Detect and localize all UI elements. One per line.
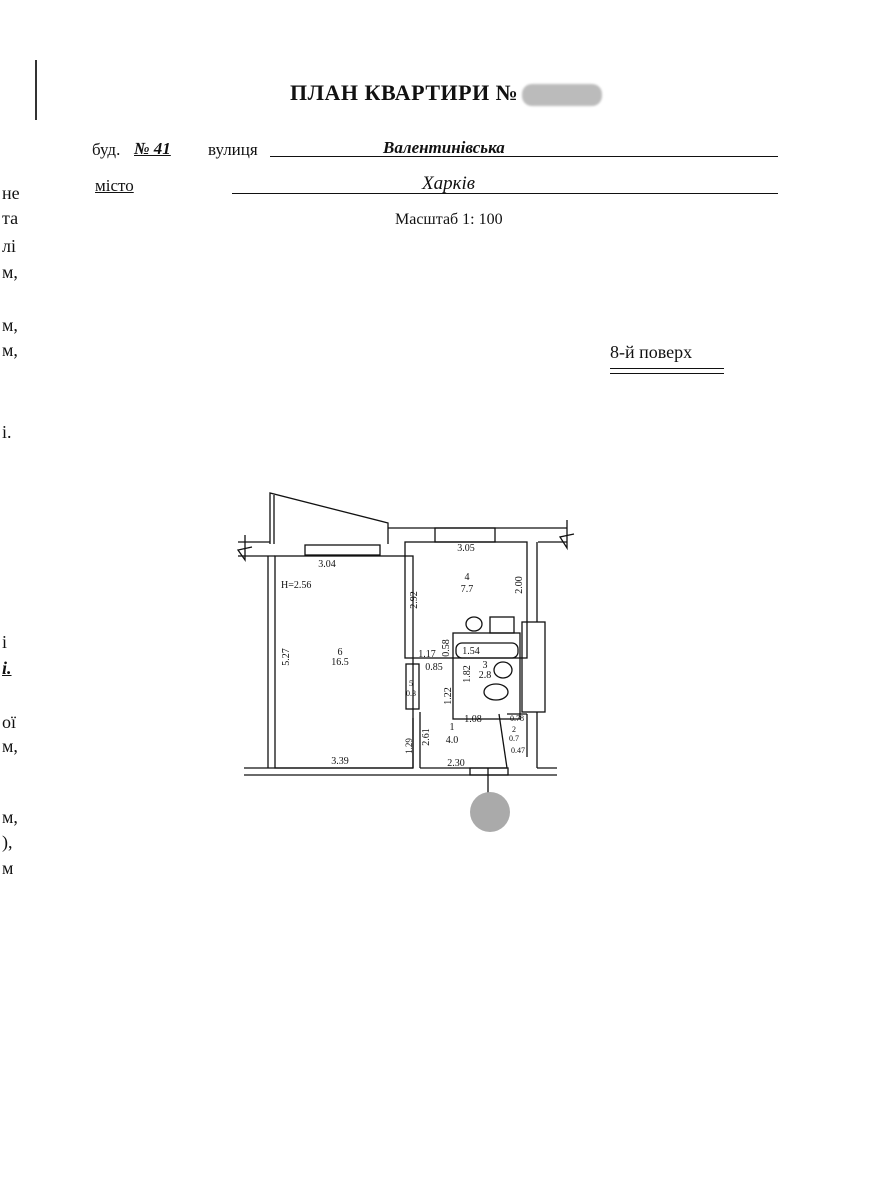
street-value: Валентинівська [383,138,505,157]
margin-fragment: і. [2,422,12,442]
window [304,544,381,556]
margin-fragment: ), [2,832,13,852]
city-underline [232,176,778,194]
room-4 [404,541,528,659]
building-number: № 41 [134,139,171,158]
dimension: 1.54 [462,646,480,657]
room-4-area: 7.7 [461,584,474,595]
dimension: 1.29 [404,738,414,754]
margin-fragment: ої [2,712,17,732]
sink-icon [493,661,513,679]
redacted-marker [470,792,510,832]
margin-fragment: м, [2,262,18,282]
margin-fragment: м, [2,807,18,827]
street-label: вулиця [208,140,258,159]
sink-icon [465,616,483,632]
dimension: 1.08 [464,714,482,725]
city-label: місто [95,176,134,195]
margin-fragment: та [2,208,19,228]
dimension: 2.61 [421,728,432,746]
room-1-area: 4.0 [446,735,459,746]
redacted-apartment-number [522,83,603,106]
dimension: 0.58 [441,639,452,657]
dimension: 3.04 [318,559,336,570]
margin-fragment: не [2,183,20,203]
margin-fragment: м, [2,340,18,360]
dimension: 0.85 [425,662,443,673]
dimension: 3.05 [457,543,475,554]
building-label: буд. [92,140,121,159]
dimension: 1.17 [418,649,436,660]
margin-fragment: і. [2,658,12,678]
dimension: 2.92 [409,591,420,609]
dimension: 5.27 [281,648,292,666]
margin-fragment: м, [2,315,18,335]
margin-fragment: і [2,632,8,652]
room-3-number: 3 [483,660,488,671]
margin-fragment: м [2,858,14,878]
page-title: ПЛАН КВАРТИРИ № [290,80,603,106]
room-5-number: 5 [409,679,413,688]
room-2-area: 0.7 [509,734,519,743]
room-1-number: 1 [450,722,455,733]
room-4-number: 4 [465,572,470,583]
room-5 [405,663,420,710]
room-6-number: 6 [338,647,343,658]
room-6-area: 16.5 [331,657,349,668]
margin-fragment: лі [2,236,16,256]
floor-underline [610,368,724,374]
bathtub-icon [455,642,519,659]
dimension: 2.30 [447,758,465,769]
margin-fragment: м, [2,736,18,756]
entrance-door [469,767,509,776]
scan-edge [35,60,37,120]
dimension: 0.47 [511,746,525,755]
dimension: 1.22 [443,687,454,705]
dimension: 0.78 [510,714,524,723]
dimension: 1.82 [462,665,473,683]
city-value: Харків [422,173,476,194]
room-3 [452,632,521,720]
window [434,527,496,543]
street-underline [270,140,778,157]
plan-walls [236,492,575,800]
ceiling-height: H=2.56 [281,580,311,591]
scale-text: Масштаб 1: 100 [395,211,503,228]
balcony-outline [269,492,389,544]
room-3-area: 2.8 [479,670,492,681]
room-2-number: 2 [512,725,516,734]
room-5-area: 0.3 [406,689,416,698]
dimension: 2.00 [514,576,525,594]
stove-icon [489,616,515,634]
dimension: 3.39 [331,756,349,767]
floor-label: 8-й поверх [610,342,693,362]
toilet-icon [483,683,509,701]
